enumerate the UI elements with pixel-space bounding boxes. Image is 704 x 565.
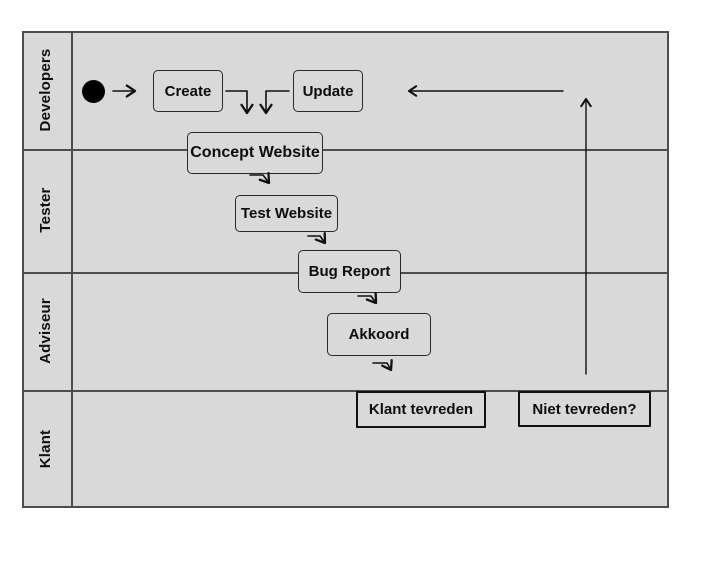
activity-concept-website: Concept Website bbox=[187, 132, 323, 174]
activity-bug-report: Bug Report bbox=[298, 250, 401, 293]
lane-divider-developers-tester bbox=[24, 149, 667, 151]
activity-klant-tevreden: Klant tevreden bbox=[356, 391, 486, 428]
activity-create: Create bbox=[153, 70, 223, 112]
activity-update: Update bbox=[293, 70, 363, 112]
activity-test-website: Test Website bbox=[235, 195, 338, 232]
activity-niet-tevreden: Niet tevreden? bbox=[518, 391, 651, 427]
lane-label-klant: Klant bbox=[37, 429, 54, 469]
activity-akkoord: Akkoord bbox=[327, 313, 431, 356]
lane-divider-adviseur-klant bbox=[24, 390, 667, 392]
lane-label-column-divider bbox=[71, 33, 73, 506]
lane-label-adviseur: Adviseur bbox=[37, 298, 54, 364]
lane-label-tester: Tester bbox=[37, 187, 54, 233]
start-node bbox=[82, 80, 105, 103]
lane-label-developers: Developers bbox=[37, 48, 54, 132]
